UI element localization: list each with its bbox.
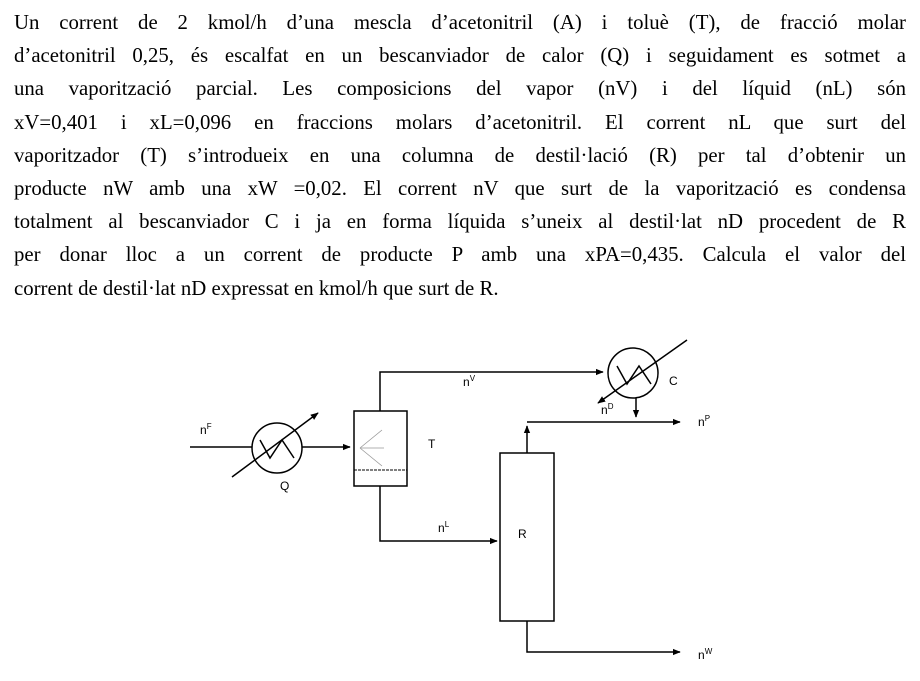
- condenser-c: [597, 339, 688, 404]
- vapor-stream: [379, 368, 604, 411]
- problem-line: producte nW amb una xW =0,02. El corrent…: [14, 177, 906, 201]
- bottoms-stream-label: nW: [698, 647, 713, 662]
- bottoms-stream: [526, 621, 681, 656]
- vaporizer-label: T: [428, 437, 436, 451]
- distillate-stream-label: nD: [601, 402, 614, 417]
- distillation-column-r: [499, 452, 555, 622]
- problem-line: totalment al bescanviador C i ja en form…: [14, 210, 906, 234]
- heat-exchanger-q: [231, 412, 319, 478]
- problem-statement: Un corrent de 2 kmol/h d’una mescla d’ac…: [14, 6, 906, 305]
- column-label: R: [518, 527, 527, 541]
- problem-line: vaporitzador (T) s’introdueix en una col…: [14, 143, 906, 167]
- product-stream-label: nP: [698, 414, 710, 429]
- problem-line: corrent de destil·lat nD expressat en km…: [14, 276, 499, 300]
- problem-line: d’acetonitril 0,25, és escalfat en un be…: [14, 44, 906, 68]
- problem-line: xV=0,401 i xL=0,096 en fraccions molars …: [14, 110, 906, 134]
- condenser-label: C: [669, 374, 678, 388]
- feed-stream-label: nF: [200, 422, 212, 437]
- vaporizer-t: [353, 410, 408, 487]
- problem-line: Un corrent de 2 kmol/h d’una mescla d’ac…: [14, 11, 906, 34]
- problem-line: per donar lloc a un corrent de producte …: [14, 243, 906, 267]
- problem-line: una vaporització parcial. Les composicio…: [14, 77, 906, 101]
- heater-label: Q: [280, 479, 289, 493]
- process-flow-diagram: nF Q T nV C nP nD nL: [190, 339, 713, 662]
- liquid-stream-label: nL: [438, 520, 450, 535]
- liquid-stream: [379, 486, 498, 545]
- vapor-stream-label: nV: [463, 374, 476, 389]
